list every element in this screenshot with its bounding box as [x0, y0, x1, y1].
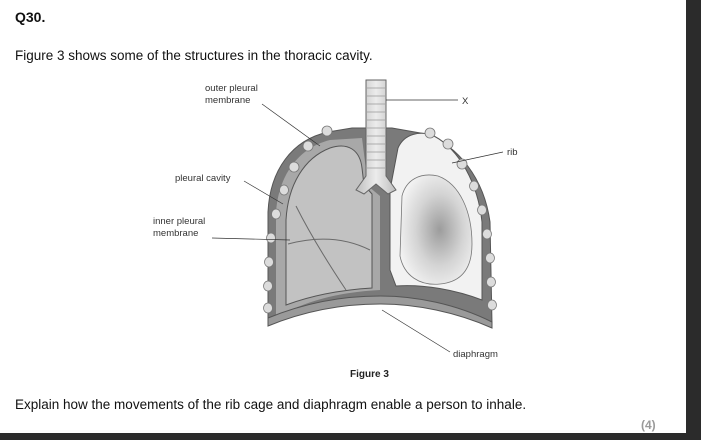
rib-leader [451, 151, 504, 164]
label-rib: rib [507, 147, 518, 158]
trachea [355, 79, 397, 195]
ribs-right [424, 127, 497, 311]
thoracic-cavity-diagram: outer pleural membrane pleural cavity in… [153, 79, 518, 380]
label-outer-pleural-2: membrane [205, 95, 250, 106]
diaphragm-leader [381, 309, 451, 353]
label-outer-pleural-1: outer pleural [205, 83, 258, 94]
inner-pleural-leader [211, 237, 291, 241]
label-inner-pleural-2: membrane [153, 228, 198, 239]
outer-pleural-leader [261, 103, 321, 147]
ribs-left [263, 125, 333, 314]
window-scrollbar[interactable] [686, 0, 701, 440]
question-prompt: Explain how the movements of the rib cag… [15, 397, 527, 412]
question-intro: Figure 3 shows some of the structures in… [15, 48, 373, 63]
pleural-cavity-leader [243, 180, 284, 205]
question-number: Q30. [15, 9, 46, 25]
marks-available: (4) [641, 418, 656, 432]
label-pleural-cavity: pleural cavity [175, 173, 231, 184]
figure-caption: Figure 3 [350, 369, 389, 380]
label-inner-pleural-1: inner pleural [153, 216, 205, 227]
left-lung [285, 145, 373, 306]
diaphragm [267, 295, 493, 329]
label-x: X [462, 96, 469, 107]
label-diaphragm: diaphragm [453, 349, 498, 360]
